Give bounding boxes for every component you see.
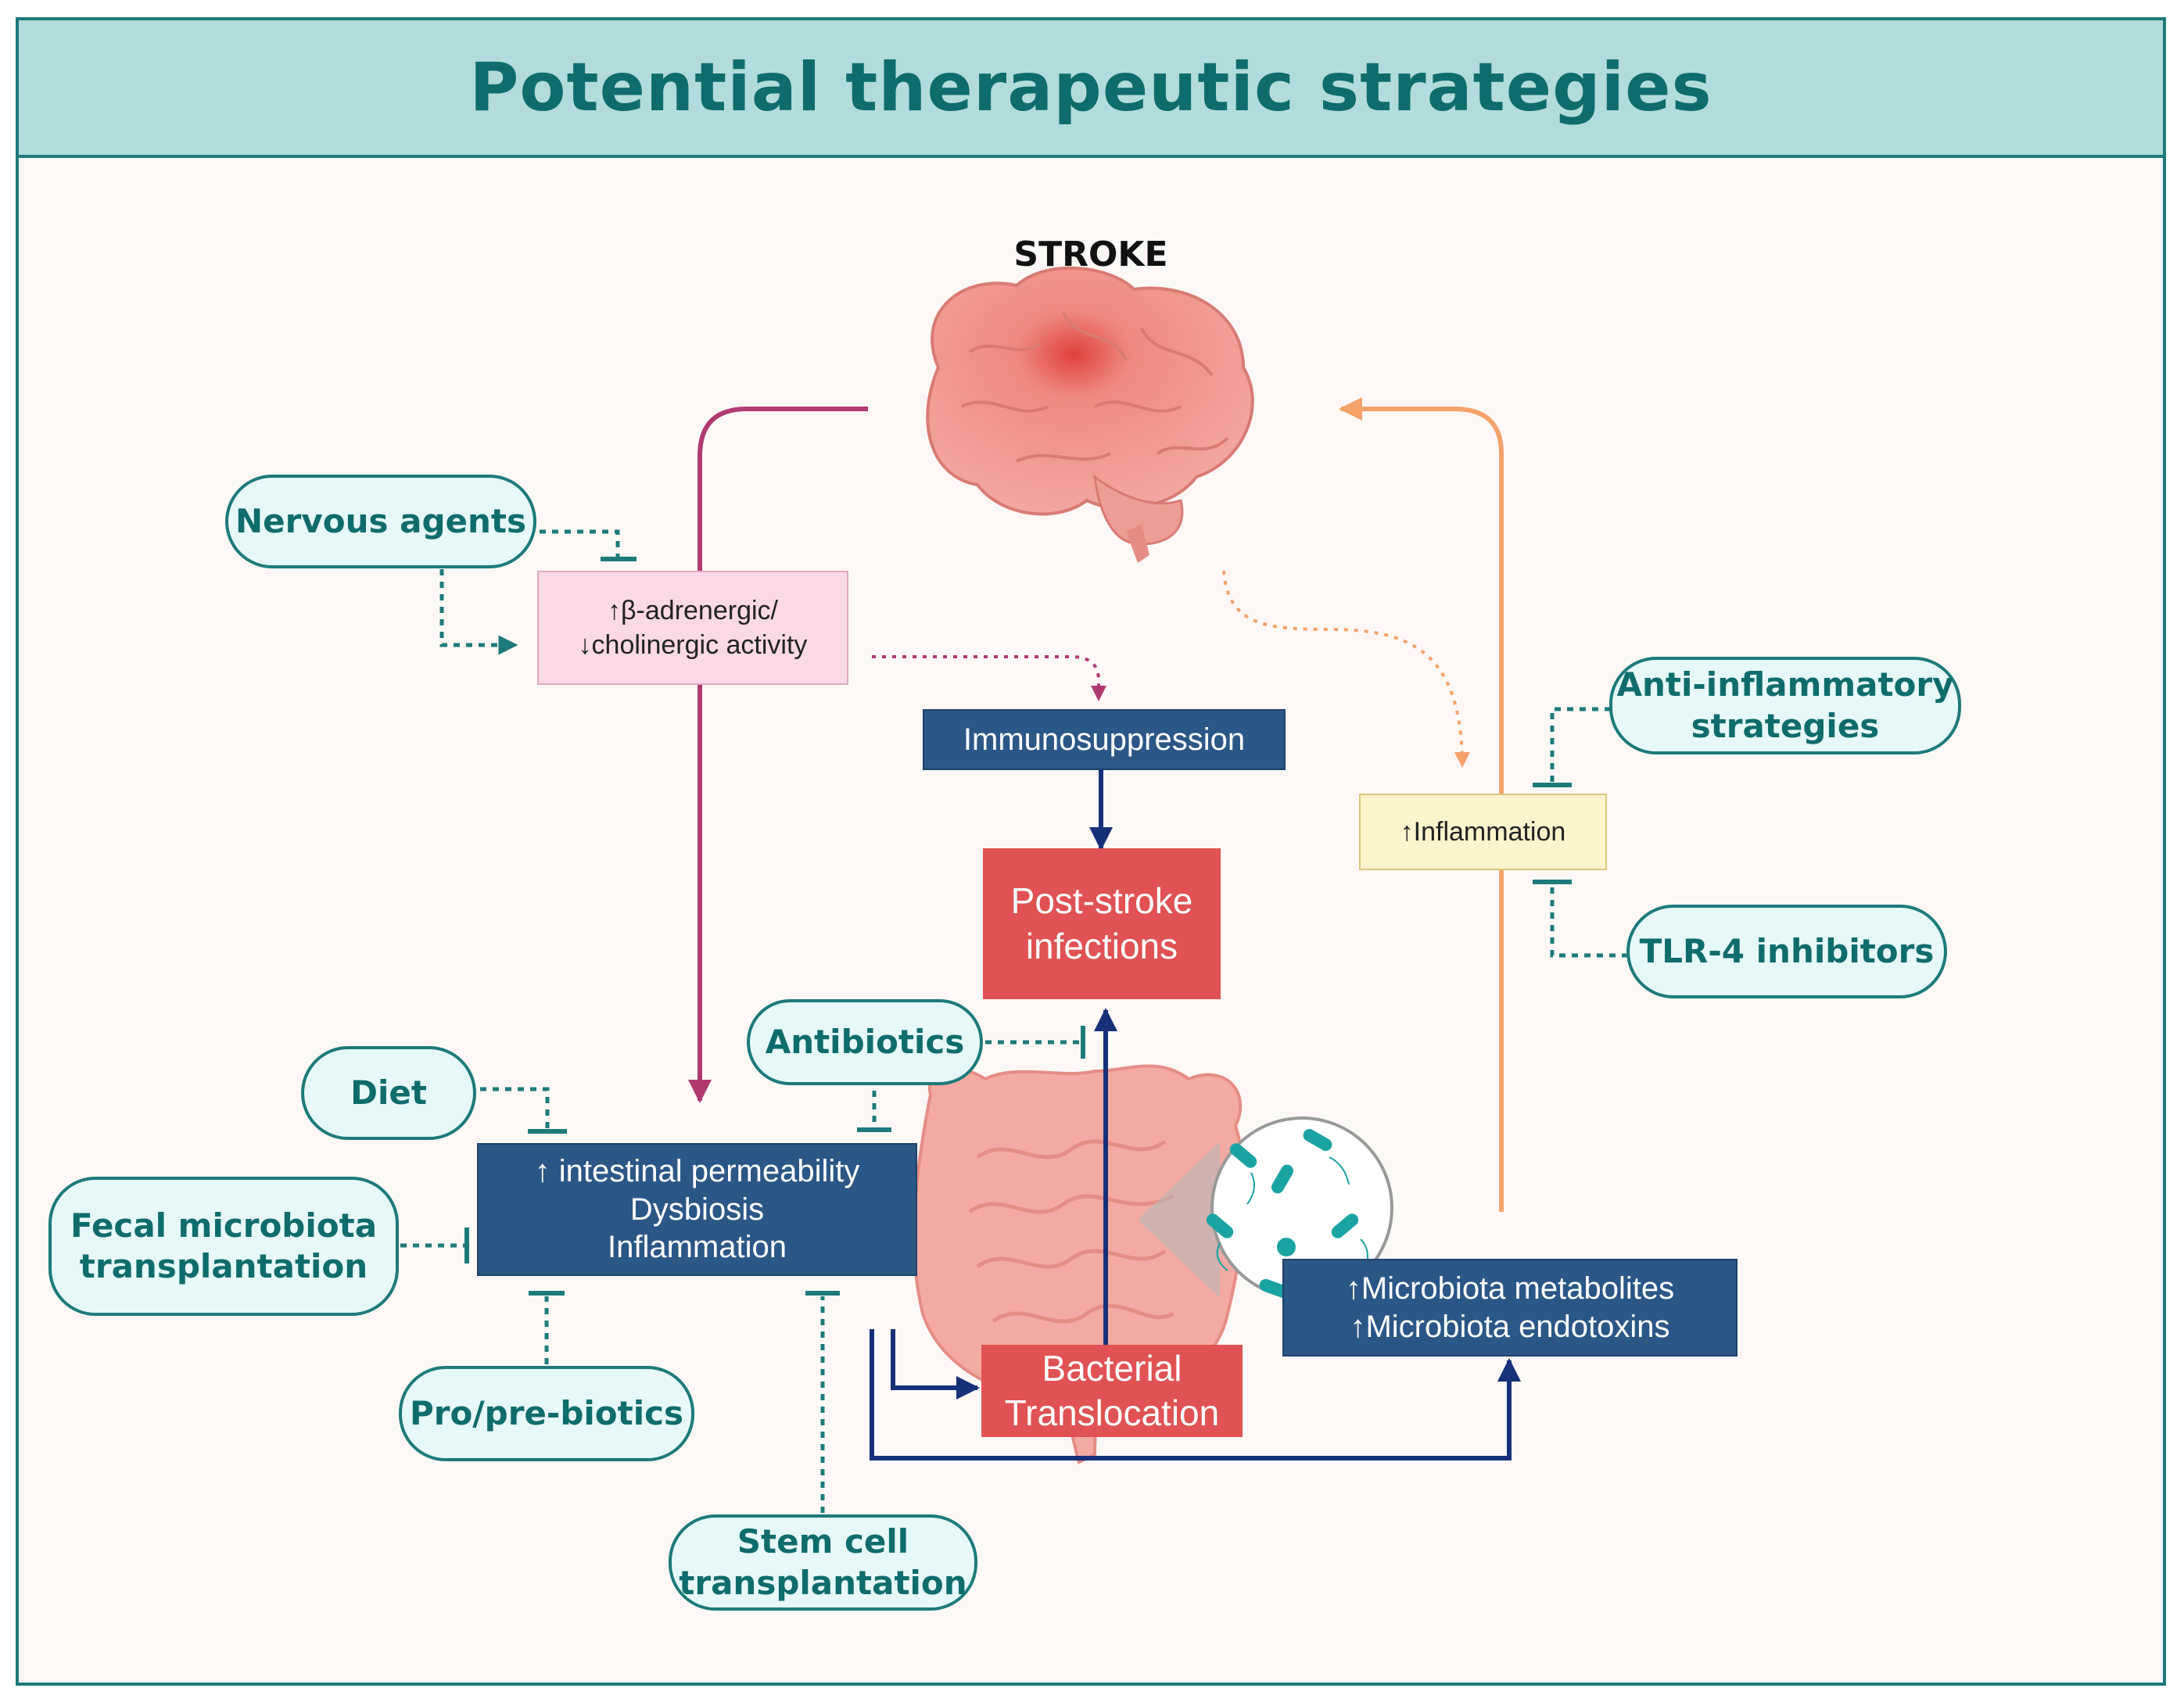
intestinal-permeability-box: ↑ intestinal permeability Dysbiosis Infl…: [477, 1143, 917, 1276]
microbiota-magnifier: [1138, 1116, 1393, 1299]
anti-inflammatory-pill: Anti-inflammatory strategies: [1609, 657, 1961, 754]
stroke-to-gut-arrow: [688, 407, 868, 1103]
microbiota-to-brain-arrow: [1339, 397, 1504, 1212]
immunosuppression-box: Immunosuppression: [923, 709, 1286, 770]
probiotics-pill: Pro/pre-biotics: [399, 1366, 694, 1461]
gut-to-translocation-arrow: [891, 1329, 980, 1400]
adrenergic-to-immuno-arrow: [872, 655, 1106, 701]
antibiotics-pill: Antibiotics: [747, 999, 983, 1085]
brain-illustration: [926, 266, 1254, 563]
gut-to-microbiota-arrow: [870, 1329, 1521, 1460]
microbiota-box: ↑Microbiota metabolites ↑Microbiota endo…: [1282, 1259, 1738, 1357]
post-stroke-infections-box: Post-stroke infections: [983, 848, 1221, 999]
stroke-label: STROKE: [1013, 235, 1168, 274]
page-title: Potential therapeutic strategies: [469, 48, 1712, 127]
title-bar: Potential therapeutic strategies: [16, 17, 2166, 158]
inflammation-box: ↑Inflammation: [1359, 794, 1607, 870]
diet-pill: Diet: [301, 1046, 476, 1140]
stem-cell-pill: Stem cell transplantation: [669, 1514, 977, 1611]
inhibition-bars: [464, 557, 1572, 1296]
tlr4-inhibitors-pill: TLR-4 inhibitors: [1626, 905, 1947, 998]
bacterial-translocation-box: Bacterial Translocation: [981, 1345, 1243, 1437]
therapy-connectors: [400, 529, 1628, 1513]
fecal-transplant-pill: Fecal microbiota transplantation: [48, 1177, 399, 1316]
nervous-agents-pill: Nervous agents: [225, 475, 536, 568]
adrenergic-activity-box: ↑β-adrenergic/ ↓cholinergic activity: [537, 571, 848, 685]
